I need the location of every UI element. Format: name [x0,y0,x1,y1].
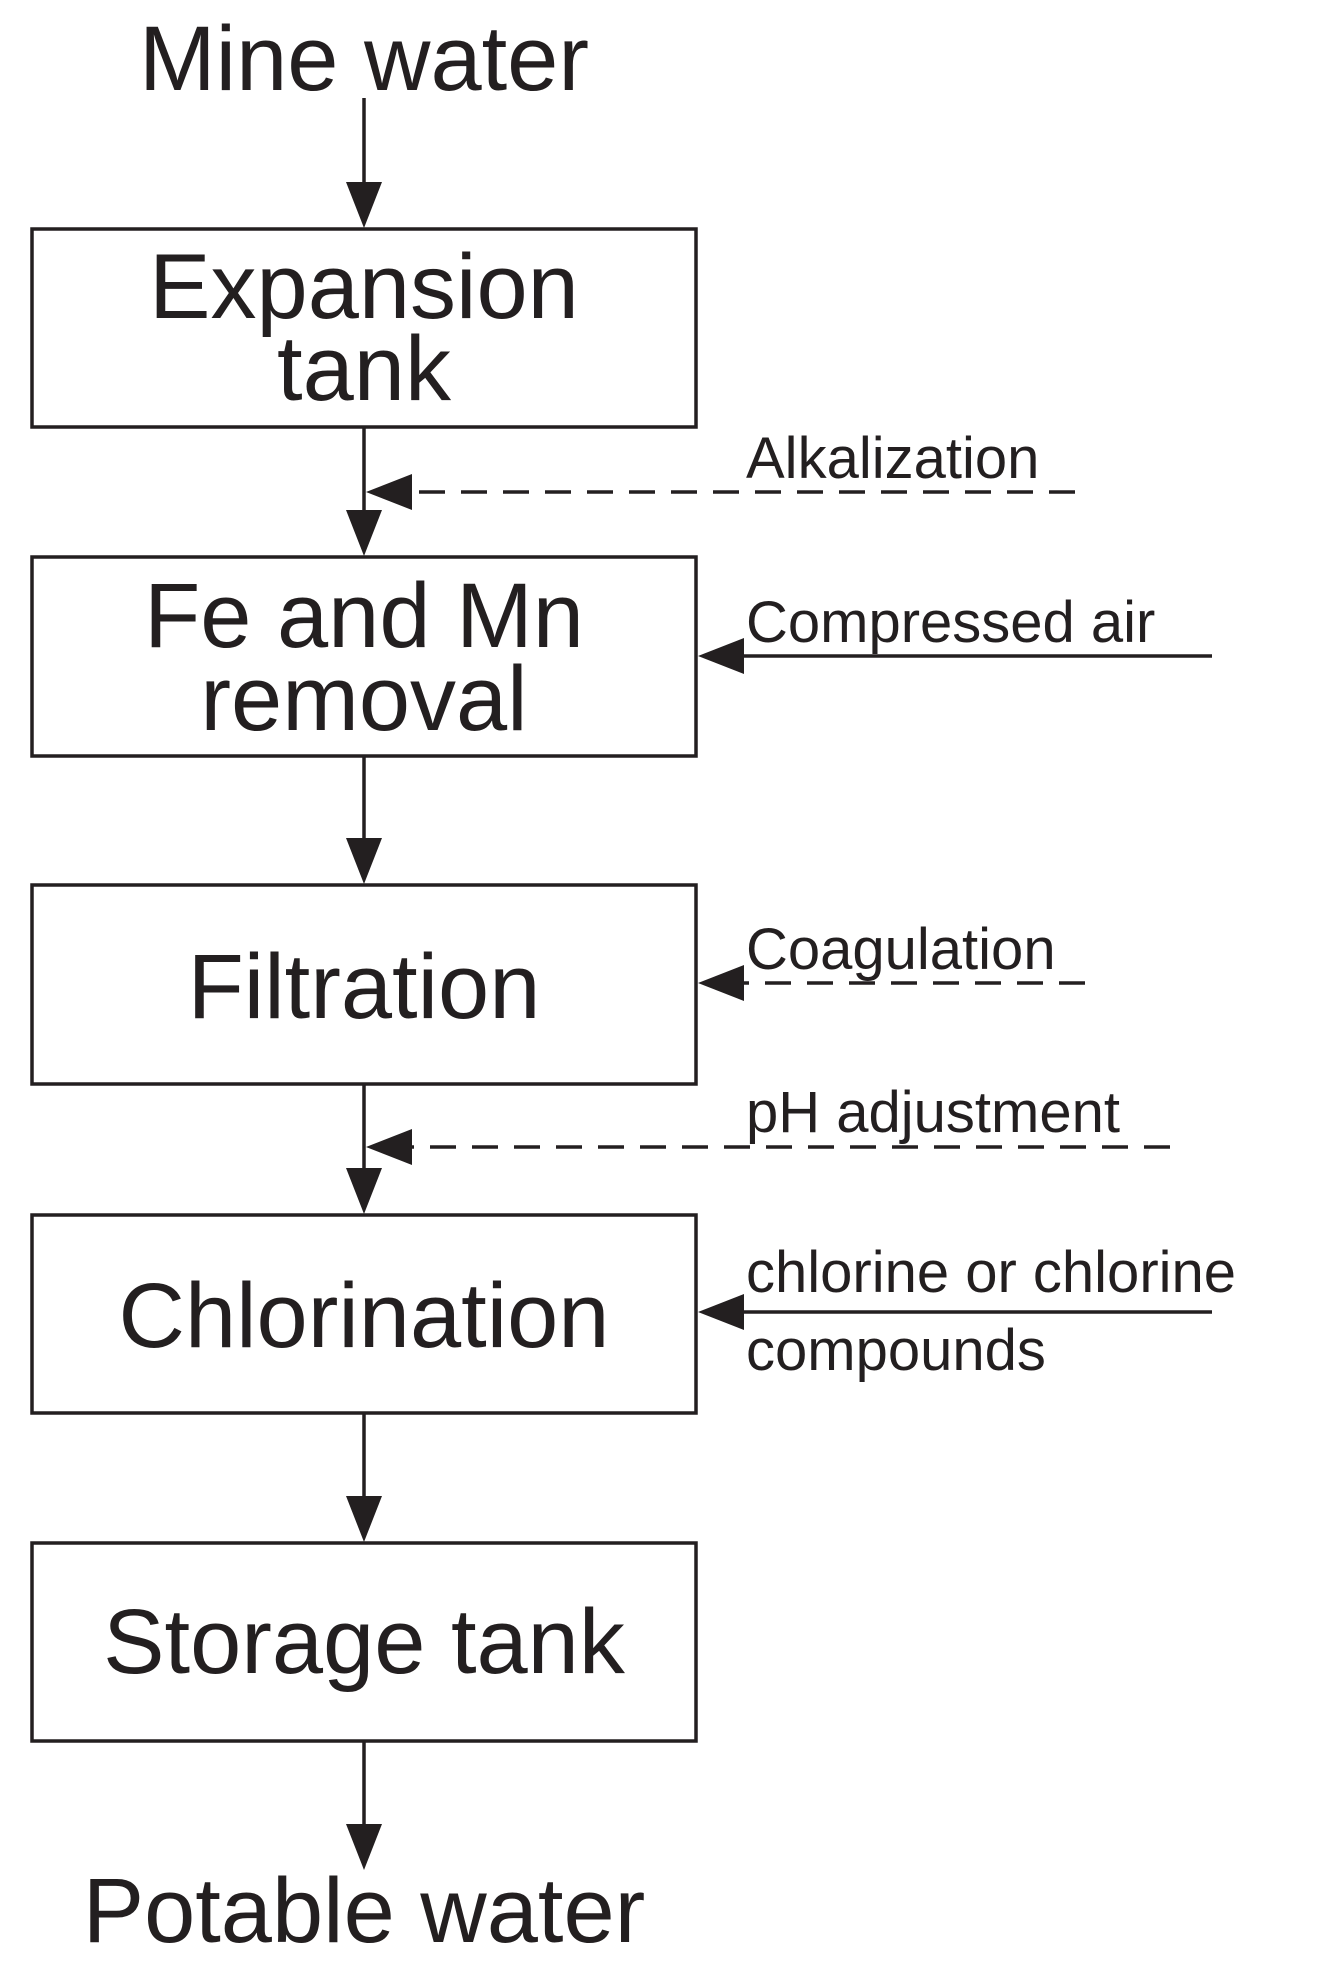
step-box-fe-mn-removal: Fe and Mn removal [30,555,698,758]
step-label-line: Expansion [149,236,579,338]
side-input-label: pH adjustment [746,1080,1120,1145]
step-box-chlorination: Chlorination [30,1213,698,1415]
side-input-compressed-air: Compressed air [698,590,1212,674]
output-label-potable-water: Potable water [83,1860,646,1962]
step-box-expansion-tank: Expansion tank [30,227,698,429]
step-label-line: Chlorination [119,1265,610,1367]
side-input-label: Coagulation [746,917,1056,982]
flow-arrow-3 [346,756,382,884]
side-input-label: Alkalization [746,426,1039,491]
step-box-filtration: Filtration [30,883,698,1086]
side-input-alkalization: Alkalization [366,426,1075,510]
flow-arrow-6 [346,1741,382,1870]
side-input-chlorine: chlorine or chlorine compounds [698,1240,1236,1383]
step-label-line: Storage tank [103,1591,626,1693]
step-label-line: Fe and Mn [144,565,584,667]
flow-arrow-2 [346,427,382,556]
step-label-line: removal [200,648,527,750]
flow-arrow-5 [346,1413,382,1542]
flow-arrow-4 [346,1084,382,1214]
step-box-storage-tank: Storage tank [30,1541,698,1743]
input-label-mine-water: Mine water [139,8,589,110]
side-input-ph-adjustment: pH adjustment [366,1080,1170,1165]
side-input-label: compounds [746,1318,1046,1383]
step-label-line: Filtration [188,936,541,1038]
flow-arrow-1 [346,98,382,228]
side-input-label: Compressed air [746,590,1155,655]
step-label-line: tank [277,318,452,420]
side-input-label: chlorine or chlorine [746,1240,1236,1305]
side-input-coagulation: Coagulation [698,917,1085,1001]
